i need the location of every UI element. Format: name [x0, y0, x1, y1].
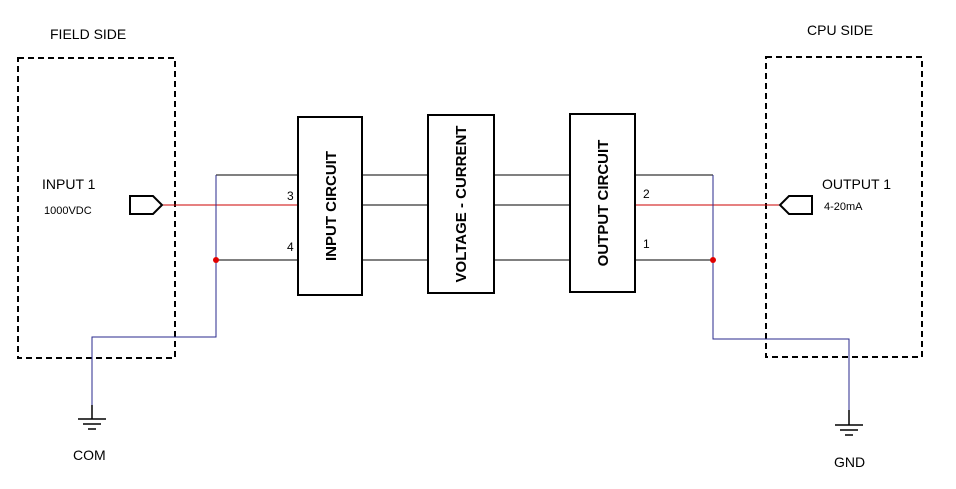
cpu-side-title: CPU SIDE [807, 22, 873, 38]
pin-1-label: 1 [643, 237, 650, 251]
input-label: INPUT 1 [42, 176, 96, 192]
com-ground-icon [78, 405, 106, 430]
voltage-current-label: VOLTAGE - CURRENT [453, 126, 470, 283]
output-circuit-block [569, 113, 636, 293]
output-connector-icon [778, 195, 813, 215]
com-label: COM [73, 447, 106, 463]
field-ground-wire [91, 175, 217, 405]
input-connector-icon [129, 195, 164, 215]
output-range: 4-20mA [824, 201, 863, 213]
input-circuit-block [297, 116, 363, 296]
input-rating: 1000VDC [44, 205, 92, 217]
cpu-side-box [765, 56, 923, 358]
voltage-current-block [427, 114, 495, 294]
cpu-junction-dot [710, 257, 716, 263]
internal-wires [216, 174, 713, 261]
field-side-box [17, 57, 176, 359]
output-circuit-label: OUTPUT CIRCUIT [595, 140, 612, 267]
pin-4-label: 4 [287, 240, 294, 254]
field-side-title: FIELD SIDE [50, 26, 126, 42]
output-label: OUTPUT 1 [822, 176, 891, 192]
pin-2-label: 2 [643, 187, 650, 201]
field-junction-dot [213, 257, 219, 263]
input-circuit-label: INPUT CIRCUIT [323, 151, 340, 261]
gnd-label: GND [834, 454, 865, 470]
pin-3-label: 3 [287, 189, 294, 203]
gnd-ground-icon [835, 410, 863, 436]
